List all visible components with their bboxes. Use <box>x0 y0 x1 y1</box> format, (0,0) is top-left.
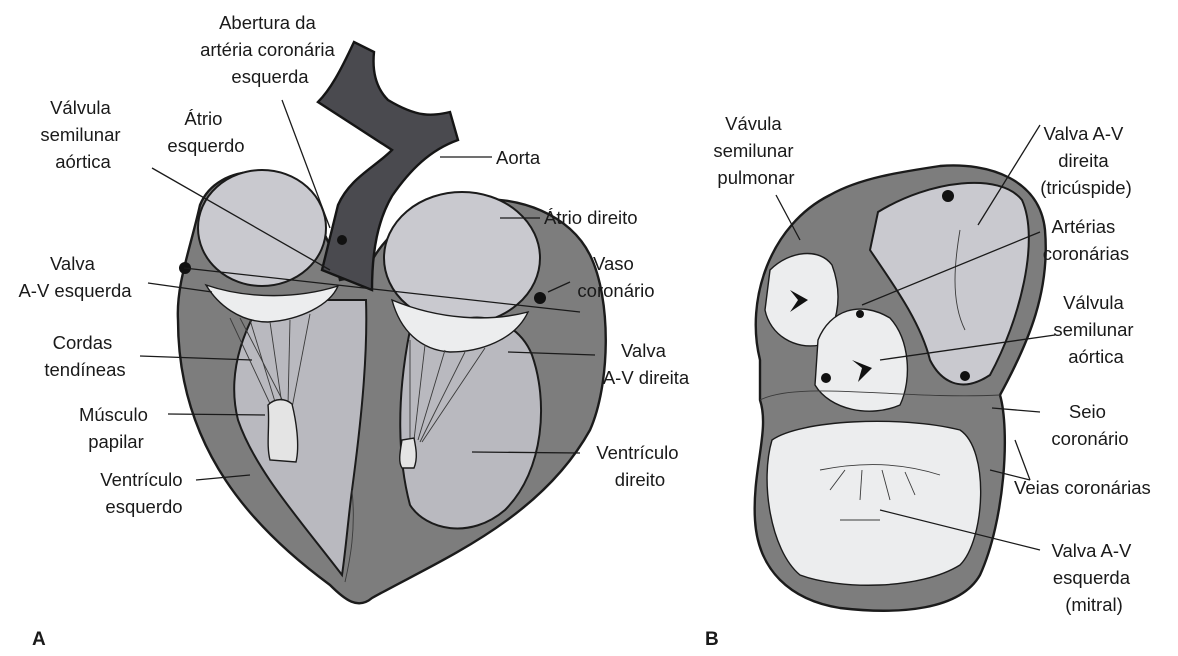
aortic-valve <box>815 309 907 411</box>
label-valva-mitral: Valva A-V esquerda (mitral) <box>1051 540 1136 615</box>
left-atrium <box>198 170 326 286</box>
label-aorta: Aorta <box>496 147 541 168</box>
label-cordas: Cordas tendíneas <box>44 332 125 380</box>
label-valvula-aortica-b: Válvula semilunar aórtica <box>1053 292 1138 367</box>
coronary-artery-dot-4 <box>960 371 970 381</box>
valve-plane <box>755 165 1046 610</box>
panel-letter-b: B <box>705 629 719 650</box>
coronary-opening <box>337 235 347 245</box>
label-valva-tricuspide: Valva A-V direita (tricúspide) <box>1040 123 1132 198</box>
papillary-muscle-left <box>268 400 298 462</box>
label-musculo: Músculo papilar <box>79 404 153 452</box>
label-atrio-direito: Átrio direito <box>544 207 638 228</box>
label-atrio-esquerdo: Átrio esquerdo <box>167 108 244 156</box>
label-abertura: Abertura da artéria coronária esquerda <box>200 12 340 87</box>
panel-letter-a: A <box>32 629 46 650</box>
mitral-valve-b <box>767 421 981 585</box>
coronary-artery-dot-3 <box>821 373 831 383</box>
label-valva-av-direita: Valva A-V direita <box>603 340 690 388</box>
label-arterias: Artérias coronárias <box>1043 216 1129 264</box>
label-ventriculo-direito: Ventrículo direito <box>596 442 683 490</box>
label-valvula-pulmonar: Vávula semilunar pulmonar <box>713 113 798 188</box>
papillary-muscle-right <box>400 438 417 468</box>
right-atrium <box>384 192 540 324</box>
label-ventriculo-esquerdo: Ventrículo esquerdo <box>100 469 187 517</box>
coronary-vessel-right <box>534 292 546 304</box>
coronary-artery-dot-1 <box>942 190 954 202</box>
label-valva-av-esquerda: Valva A-V esquerda <box>18 253 132 301</box>
label-seio: Seio coronário <box>1051 401 1128 449</box>
heart-section <box>178 42 606 603</box>
label-veias: Veias coronárias <box>1014 477 1151 498</box>
label-valvula-aortica: Válvula semilunar aórtica <box>40 97 125 172</box>
coronary-artery-dot-2 <box>856 310 864 318</box>
